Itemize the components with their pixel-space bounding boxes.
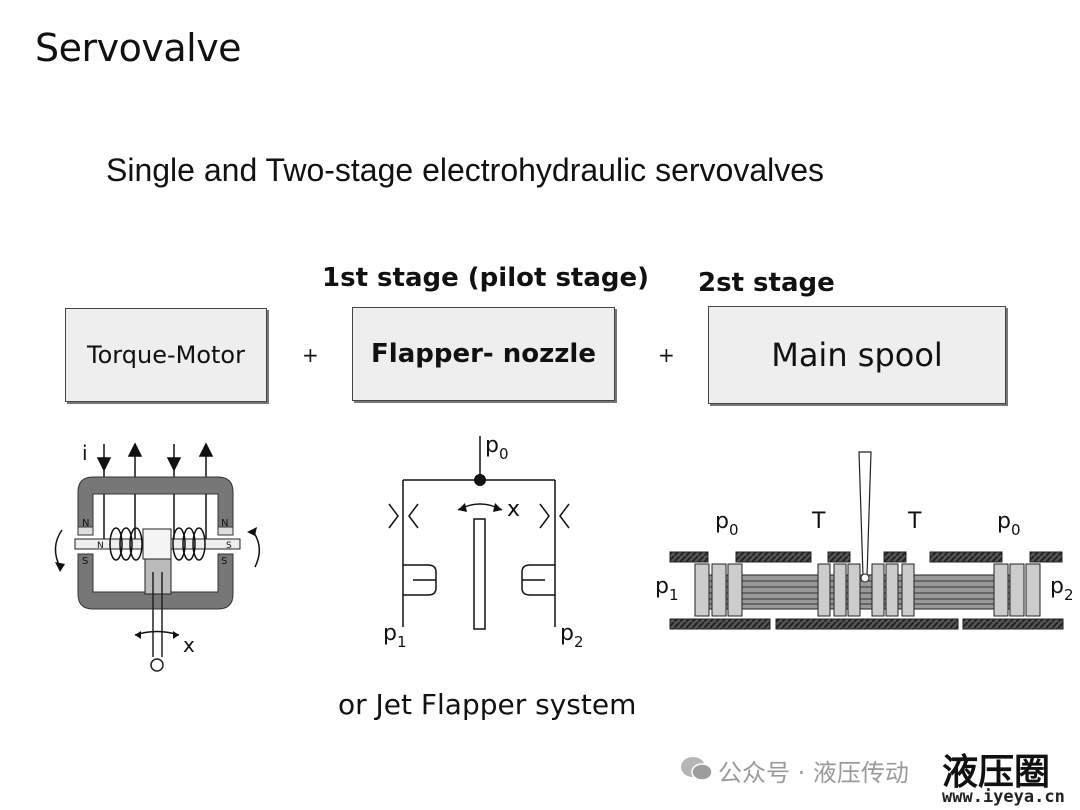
flapper-housing — [144, 558, 172, 595]
flapper — [473, 518, 486, 630]
flapper-nozzle-label: Flapper- nozzle — [371, 339, 596, 369]
upper-housing — [669, 551, 1063, 563]
t-right-label: T — [907, 509, 922, 534]
upper-yoke — [77, 476, 234, 528]
torque-motor-block: Torque-Motor — [65, 308, 267, 402]
rotation-arrow-left — [54, 529, 63, 568]
p0-left-label: p0 — [715, 509, 739, 539]
rod-ball — [860, 573, 870, 583]
coil-windings — [109, 527, 206, 561]
flapper-nozzle-block: Flapper- nozzle — [352, 307, 615, 401]
armature-north: N — [97, 541, 104, 551]
lower-housing — [669, 618, 1064, 630]
main-spool-block: Main spool — [708, 306, 1006, 404]
spool-lands — [694, 563, 1041, 617]
main-spool-label: Main spool — [771, 336, 943, 374]
south-right: S — [221, 556, 227, 567]
page-title: Servovalve — [35, 26, 242, 70]
watermark-channel: 公众号 · 液压传动 — [718, 759, 909, 787]
pole-piece-right — [217, 526, 234, 536]
pole-piece-left — [77, 526, 94, 536]
displacement-arrow — [134, 630, 180, 636]
armature-center — [142, 528, 172, 560]
torque-motor-diagram: i N S N S N S x — [54, 441, 261, 672]
watermark: 公众号 · 液压传动 液压圈 www.iyeya.cn — [680, 743, 1080, 810]
first-stage-label: 1st stage (pilot stage) — [322, 263, 650, 293]
second-stage-label: 2st stage — [698, 268, 835, 298]
p1-label: p1 — [383, 621, 407, 651]
plus-sign-1: + — [302, 343, 319, 367]
wechat-icon — [681, 757, 713, 781]
current-label: i — [82, 441, 88, 465]
rotation-arrow-right — [251, 529, 261, 568]
coil-wires — [96, 442, 214, 542]
subtitle: Single and Two-stage electrohydraulic se… — [106, 152, 825, 188]
north-left: N — [82, 518, 89, 529]
plus-sign-2: + — [658, 343, 675, 367]
p2-label: p2 — [560, 621, 584, 651]
main-spool-diagram: p0 T T p0 p1 p2 — [655, 451, 1074, 630]
flapper-displacement-label: x — [507, 497, 520, 522]
p0-right-label: p0 — [997, 509, 1021, 539]
orifice-left-b — [408, 503, 419, 529]
orifice-right-b — [559, 503, 570, 529]
flapper-nozzle-diagram: p0 x p1 p2 — [383, 433, 584, 651]
south-left: S — [82, 556, 88, 567]
orifice-right-a — [539, 503, 550, 529]
jet-flapper-caption: or Jet Flapper system — [338, 688, 637, 721]
orifice-left-a — [388, 503, 399, 529]
p2-spool-label: p2 — [1050, 574, 1074, 604]
north-right: N — [221, 518, 228, 529]
watermark-logo: 液压圈 — [942, 752, 1051, 793]
supply-junction — [474, 474, 486, 486]
feedback-ball — [150, 658, 164, 672]
supply-pressure-label: p0 — [485, 433, 509, 463]
t-left-label: T — [811, 509, 826, 534]
armature-south: S — [226, 541, 232, 551]
watermark-url: www.iyeya.cn — [942, 787, 1065, 807]
displacement-label: x — [183, 633, 195, 657]
p1-spool-label: p1 — [655, 574, 679, 604]
feedback-rod — [858, 451, 872, 577]
torque-motor-label: Torque-Motor — [87, 341, 245, 369]
lower-yoke — [77, 553, 234, 610]
